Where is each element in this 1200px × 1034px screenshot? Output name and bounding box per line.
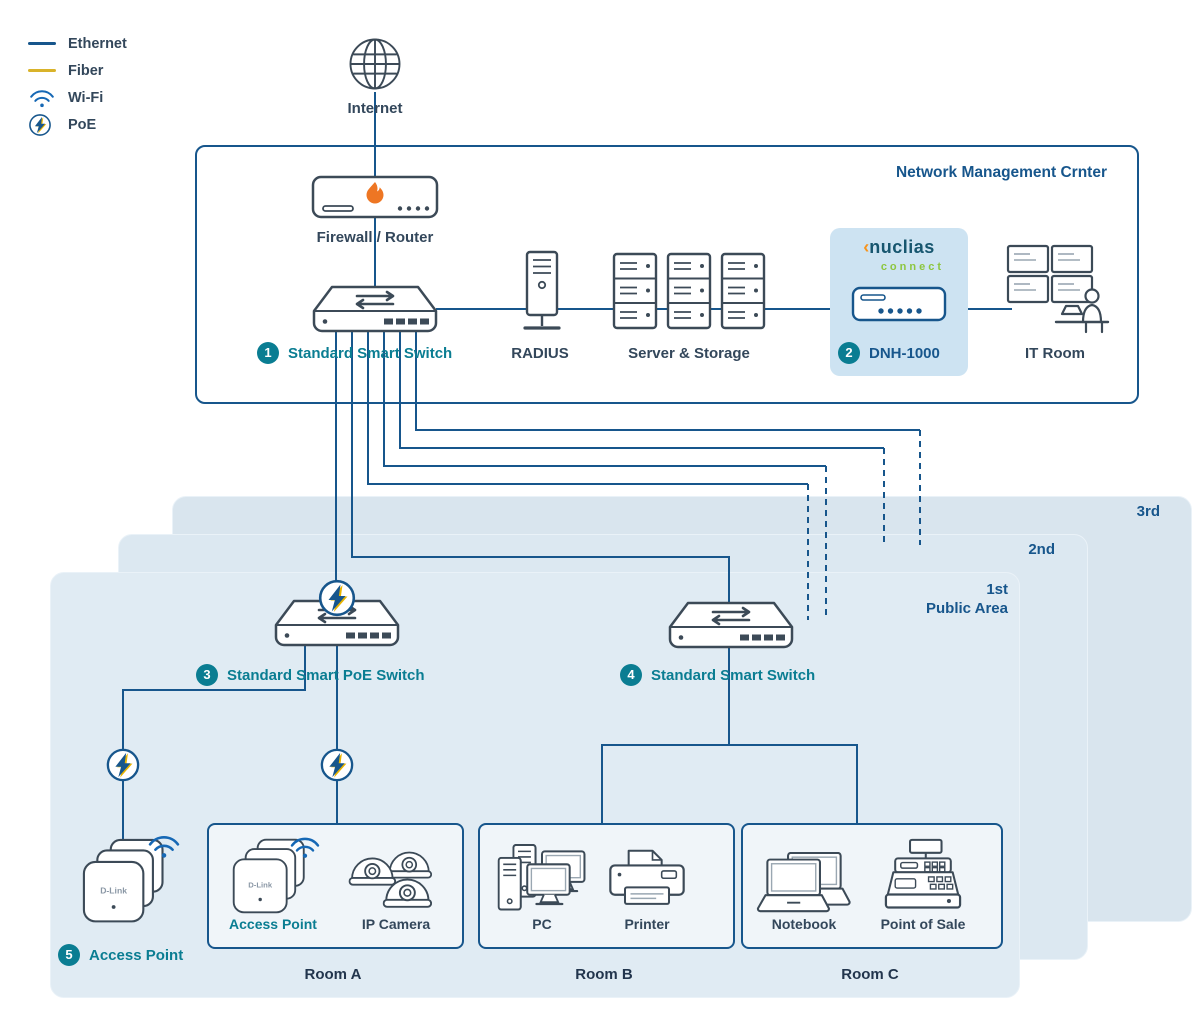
floor-2nd-label: 2nd — [1028, 541, 1055, 558]
firewall-router-label: Firewall / Router — [316, 229, 434, 246]
switch4-label: Standard Smart Switch — [651, 667, 816, 684]
legend-fiber-label: Fiber — [68, 62, 104, 79]
nuclias-logo-name: nuclias — [869, 237, 935, 257]
legend-row-poe: PoE — [28, 111, 127, 138]
switch1-label: Standard Smart Switch — [288, 345, 453, 362]
legend-ethernet-label: Ethernet — [68, 35, 127, 52]
server-rack-icon-2 — [666, 252, 712, 332]
pc-label: PC — [532, 916, 552, 932]
access-point-5-label: Access Point — [89, 947, 184, 964]
it-room-icon — [1006, 244, 1110, 336]
notebook-icon — [754, 852, 854, 914]
room-a-name: Room A — [304, 966, 362, 983]
fiber-line-icon — [28, 69, 58, 72]
access-point-5-wifi-icon — [146, 832, 182, 860]
legend: Ethernet Fiber Wi-Fi PoE — [28, 30, 127, 138]
legend-row-ethernet: Ethernet — [28, 30, 127, 57]
room-a-access-point-label: Access Point — [229, 916, 317, 932]
point-of-sale-label: Point of Sale — [880, 916, 966, 932]
room-b-name: Room B — [575, 966, 633, 983]
floor-1st-label-line1: 1st — [986, 581, 1008, 598]
nuclias-logo-connect: connect — [880, 261, 944, 273]
switch3-number-badge: 3 — [196, 664, 218, 686]
room-a-wifi-icon — [288, 834, 322, 860]
it-room-label: IT Room — [1025, 345, 1085, 362]
floor-3rd-label: 3rd — [1136, 503, 1160, 520]
legend-row-fiber: Fiber — [28, 57, 127, 84]
wifi-icon — [28, 87, 58, 109]
firewall-router-icon — [310, 168, 440, 220]
room-c-name: Room C — [841, 966, 899, 983]
nmc-title: Network Management Crnter — [895, 164, 1107, 181]
internet-label: Internet — [347, 100, 403, 117]
dnh-1000-label: DNH-1000 — [869, 345, 940, 362]
switch1-icon — [310, 284, 440, 334]
dnh-1000-device-icon — [851, 283, 947, 325]
dnh-number-badge: 2 — [838, 342, 860, 364]
legend-poe-label: PoE — [68, 116, 97, 133]
switch1-number-badge: 1 — [257, 342, 279, 364]
server-rack-icon-3 — [720, 252, 766, 332]
internet-globe-icon — [347, 36, 403, 92]
server-storage-label: Server & Storage — [628, 345, 750, 362]
radius-label: RADIUS — [511, 345, 569, 362]
nuclias-logo-mark: ‹ — [863, 237, 870, 257]
ip-camera-icon — [348, 846, 444, 918]
pc-icon — [494, 844, 590, 916]
printer-label: Printer — [624, 916, 670, 932]
ip-camera-label: IP Camera — [361, 916, 431, 932]
radius-server-icon — [520, 250, 564, 336]
switch4-icon — [666, 600, 796, 650]
point-of-sale-icon — [878, 838, 968, 914]
poe-inline-badge-left-icon — [105, 747, 141, 783]
switch3-poe-badge-icon — [317, 578, 357, 618]
access-point-5-number-badge: 5 — [58, 944, 80, 966]
floor-1st-label: 1st Public Area — [858, 580, 1008, 618]
nuclias-logo: ‹nuclias connect — [838, 238, 960, 276]
poe-inline-badge-mid-icon — [319, 747, 355, 783]
legend-row-wifi: Wi-Fi — [28, 84, 127, 111]
poe-icon — [28, 113, 58, 137]
printer-icon — [606, 848, 688, 914]
legend-wifi-label: Wi-Fi — [68, 89, 104, 106]
server-rack-icon-1 — [612, 252, 658, 332]
ethernet-line-icon — [28, 42, 58, 45]
floor-1st-label-line2: Public Area — [926, 600, 1008, 617]
switch3-label: Standard Smart PoE Switch — [227, 667, 425, 684]
notebook-label: Notebook — [771, 916, 837, 932]
switch4-number-badge: 4 — [620, 664, 642, 686]
